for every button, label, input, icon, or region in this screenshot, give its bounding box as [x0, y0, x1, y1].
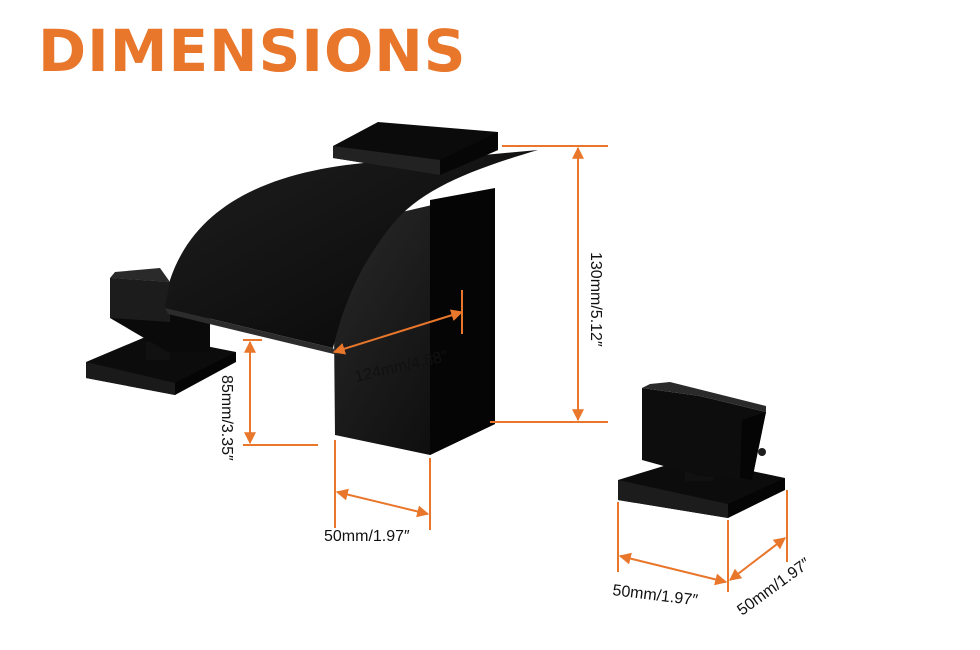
dimension-lines [243, 145, 788, 592]
right-handle-lever [642, 388, 766, 480]
page-title: DIMENSIONS [38, 17, 467, 85]
spout-curve [165, 150, 538, 348]
handle-base-width-label: 50mm/1.97″ [612, 582, 699, 609]
reach-dimension-line [332, 309, 464, 355]
right-handle [618, 382, 785, 518]
left-handle [86, 268, 236, 395]
handle-base-width-line [618, 552, 728, 586]
handle-height-label: 85mm/3.35″ [218, 375, 235, 461]
handle-base-depth-label: 50mm/1.97″ [734, 555, 814, 619]
handle-base-depth-line [729, 537, 786, 581]
spout-base-width-label: 50mm/1.97″ [324, 528, 410, 545]
spout-height-label: 130mm/5.12″ [587, 252, 604, 347]
spout-base-dimension-line [335, 488, 430, 518]
